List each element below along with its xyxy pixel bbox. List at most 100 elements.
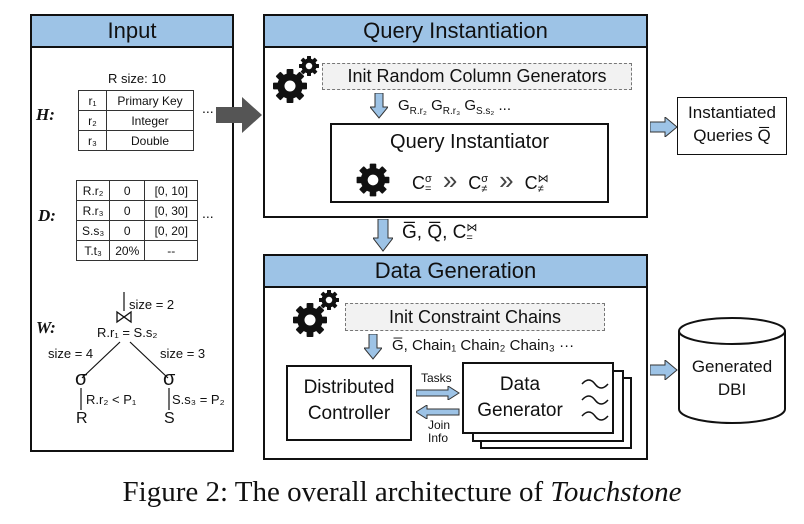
- r-size-label: R size: 10: [108, 71, 166, 86]
- table-cell: r₃: [78, 130, 107, 151]
- table-cell: r₂: [78, 110, 107, 131]
- join-info-line1: Join: [428, 418, 451, 432]
- table-cell: T.t₃: [75, 240, 111, 261]
- gear-icon: [273, 56, 319, 103]
- figure-caption: Figure 2: The overall architecture of To…: [0, 476, 804, 509]
- instantiated-queries-line1: Instantiated: [688, 103, 776, 122]
- gear-icon: [356, 163, 390, 197]
- table-cell: S.s₃: [75, 220, 111, 241]
- table-cell: [0, 30]: [144, 200, 199, 221]
- generated-dbi-line1: Generated: [691, 357, 773, 376]
- w-label: W:: [36, 318, 56, 337]
- table-cell: [0, 20]: [144, 220, 199, 241]
- caption-prefix: Figure 2: The overall architecture of: [122, 476, 551, 508]
- generated-dbi-line2: DBI: [717, 380, 747, 399]
- size-left: size = 4: [48, 346, 94, 361]
- transfer-text: G̅, Q̅, C: [402, 222, 467, 243]
- generator-sub: R.r₂: [409, 106, 427, 117]
- data-generator-box: Data Generator: [462, 362, 614, 434]
- table-cell: R.r₂: [75, 180, 111, 201]
- down-arrow-icon: [373, 219, 393, 252]
- instantiated-queries-box: Instantiated Queries Q̅: [677, 97, 787, 155]
- size-right: size = 3: [160, 346, 206, 361]
- data-generation-title: Data Generation: [265, 256, 646, 288]
- constraint-c: C⋈≠: [524, 173, 549, 196]
- constraint-letter: C: [412, 173, 425, 193]
- constraint-sup: σ: [481, 173, 489, 186]
- right-arrow-icon: [416, 386, 460, 400]
- generators-line: GR.r₂ GR.r₃ GS.s₂ ...: [398, 97, 511, 117]
- tasks-label: Tasks: [421, 371, 452, 385]
- sigma-right: σ: [163, 368, 176, 390]
- constraint-sub: ≠: [481, 183, 488, 196]
- input-to-query-arrow: [216, 97, 262, 133]
- input-panel: Input: [30, 14, 234, 452]
- constraint-letter: C: [468, 173, 482, 193]
- table-cell: R.r₃: [75, 200, 111, 221]
- wave-icon: [581, 379, 609, 421]
- right-arrow-icon: [650, 117, 678, 137]
- table-cell: r₁: [78, 90, 107, 111]
- filter-right: S.s₃ = P₂: [172, 392, 225, 407]
- table-cell: Primary Key: [106, 90, 194, 111]
- controller-line1: Distributed: [303, 377, 395, 398]
- constraint-sup: σ: [425, 173, 432, 186]
- gear-icon: [293, 290, 339, 337]
- constraint-sub: ≠: [537, 183, 544, 196]
- instantiated-queries-line2: Queries Q̅: [693, 126, 771, 145]
- constraint-letter: C: [524, 173, 538, 193]
- query-instantiator-title: Query Instantiator: [390, 131, 549, 153]
- d-label: D:: [38, 206, 56, 225]
- left-arrow-icon: [416, 405, 460, 419]
- table-cell: 0: [109, 200, 146, 221]
- generator-ellipsis: ...: [498, 97, 512, 114]
- query-instantiation-title: Query Instantiation: [265, 16, 646, 48]
- sigma-left: σ: [75, 368, 88, 390]
- size-top: size = 2: [129, 297, 175, 312]
- join-icon: [116, 310, 132, 324]
- d-ellipsis: ...: [202, 205, 214, 221]
- table-cell: 20%: [109, 240, 146, 261]
- init-generators-box: Init Random Column Generators: [322, 63, 632, 90]
- right-arrow-icon: [650, 360, 678, 380]
- w-query-tree: [80, 292, 170, 410]
- h-ellipsis: ...: [202, 100, 214, 116]
- chains-line: G̅, Chain₁ Chain₂ Chain₃ ···: [392, 337, 575, 354]
- chain-separator: »: [499, 165, 514, 195]
- table-cell: 0: [109, 220, 146, 241]
- transfer-label: G̅, Q̅, C⋈=: [402, 222, 477, 244]
- input-title: Input: [32, 16, 232, 48]
- distributed-controller-box: Distributed Controller: [286, 365, 412, 441]
- filter-left: R.r₂ < P₁: [86, 392, 137, 407]
- generator-sub: S.s₂: [475, 106, 495, 117]
- table-cell: Double: [106, 130, 194, 151]
- table-cell: --: [144, 240, 199, 261]
- generator-line1: Data: [499, 374, 541, 395]
- h-label: H:: [36, 105, 55, 124]
- join-condition: R.r₁ = S.s₂: [97, 325, 158, 340]
- generator-line2: Generator: [477, 400, 563, 421]
- leaf-r: R: [76, 410, 88, 427]
- table-cell: Integer: [106, 110, 194, 131]
- caption-system: Touchstone: [550, 476, 682, 508]
- constraint-sup: ⋈: [537, 173, 549, 186]
- down-arrow-icon: [364, 334, 382, 360]
- constraint-sub: =: [425, 183, 432, 196]
- chain-separator: »: [442, 165, 458, 195]
- join-info-line2: Info: [428, 431, 449, 445]
- generator-sub: R.r₃: [442, 106, 461, 117]
- generator-symbol: G: [431, 97, 443, 114]
- leaf-s: S: [164, 410, 175, 427]
- init-chains-box: Init Constraint Chains: [345, 303, 605, 331]
